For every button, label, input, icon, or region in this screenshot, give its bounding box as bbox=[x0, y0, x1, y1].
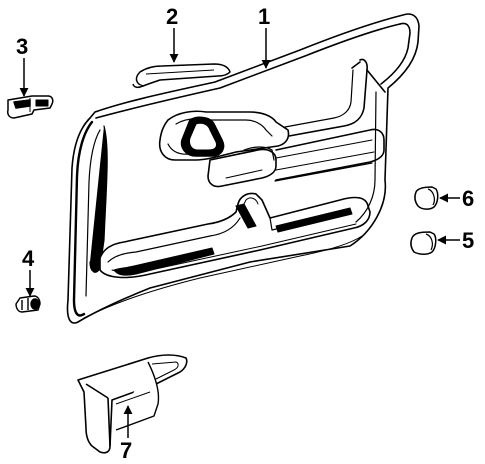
callout-labels: 1 2 3 4 5 6 7 bbox=[16, 4, 474, 463]
callout-4: 4 bbox=[22, 246, 35, 271]
door-handle-bracket bbox=[7, 95, 54, 119]
callout-6: 6 bbox=[462, 186, 474, 211]
door-trim-panel bbox=[66, 13, 420, 324]
callout-3: 3 bbox=[16, 34, 28, 59]
cap-part-6 bbox=[414, 186, 439, 210]
callout-2: 2 bbox=[166, 4, 178, 29]
armrest-pocket bbox=[77, 354, 188, 454]
retainer-clip bbox=[15, 295, 41, 313]
callout-1: 1 bbox=[258, 4, 270, 29]
callout-7: 7 bbox=[120, 438, 132, 463]
leader-lines bbox=[19, 28, 460, 438]
cap-part-5 bbox=[410, 231, 437, 255]
callout-5: 5 bbox=[462, 228, 474, 253]
upper-trim-molding bbox=[132, 63, 231, 89]
